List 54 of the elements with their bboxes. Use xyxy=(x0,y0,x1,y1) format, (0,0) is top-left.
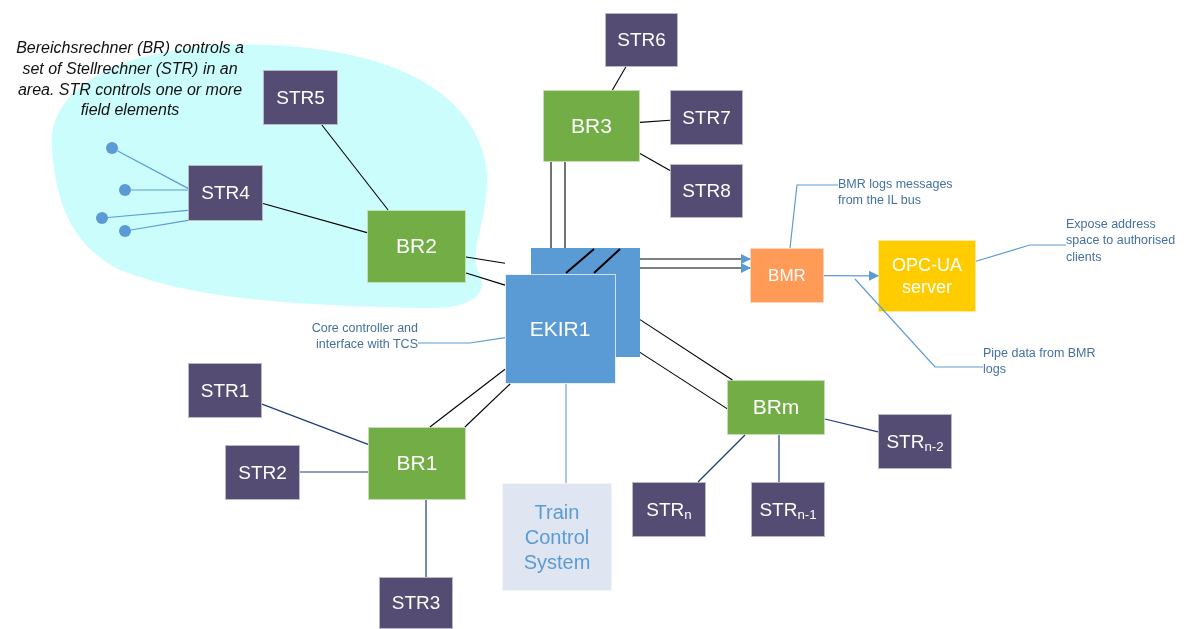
process-box: BR2 xyxy=(367,210,466,283)
connector-line xyxy=(261,403,369,445)
connector-line xyxy=(639,119,671,123)
process-box: Train Control System xyxy=(502,483,612,591)
process-box: STR2 xyxy=(225,445,300,500)
connector-line xyxy=(639,319,733,381)
process-box: BMR xyxy=(750,248,824,303)
leader-line xyxy=(417,337,506,344)
leader-line xyxy=(975,244,1067,262)
connector-line xyxy=(565,383,567,484)
process-box: BRm xyxy=(727,380,825,435)
connector-line xyxy=(130,189,189,191)
connector-line xyxy=(425,499,427,578)
arrow xyxy=(639,263,751,273)
connector-line xyxy=(429,368,506,428)
process-box: STR7 xyxy=(670,90,743,145)
process-box: BR3 xyxy=(543,90,640,162)
callout-note: Core controller and interface with TCS xyxy=(262,320,418,358)
process-box: STR4 xyxy=(188,165,263,221)
connector-line xyxy=(824,418,879,433)
process-box: STR1 xyxy=(188,363,262,418)
process-box: STR$_{n}$ xyxy=(632,482,706,537)
annotation-text: Bereichsrechner (BR) controls a set of Stellrechner (STR) in an area. STR controls one or more field elements xyxy=(15,38,245,121)
process-box: STR$_{n-2}$ xyxy=(878,414,952,469)
connector-line xyxy=(321,124,389,211)
arrow xyxy=(823,270,879,281)
connector-line xyxy=(130,219,189,231)
connector-line xyxy=(262,202,368,234)
connector-line xyxy=(697,434,746,483)
process-box: STR8 xyxy=(670,164,743,218)
connector-line xyxy=(778,434,780,483)
connector-line xyxy=(116,150,189,189)
leader-line xyxy=(789,184,839,249)
callout-note: BMR logs messages from the IL bus xyxy=(838,176,974,212)
process-box: STR3 xyxy=(379,577,453,629)
arrow xyxy=(639,254,751,264)
connector-line xyxy=(464,383,511,428)
process-box: STR$_{n-1}$ xyxy=(751,482,825,537)
connector-line xyxy=(465,272,506,286)
callout-note: Expose address space to authorised clients xyxy=(1066,216,1188,272)
connector-line xyxy=(299,471,369,473)
process-box: OPC-UA server xyxy=(878,240,976,312)
connector-line xyxy=(465,256,506,264)
connector-line xyxy=(639,351,728,410)
connector-line xyxy=(107,209,189,219)
connector-line xyxy=(550,161,552,249)
leader-line xyxy=(854,278,984,368)
connector-line xyxy=(564,161,566,249)
process-box: BR1 xyxy=(368,427,466,500)
callout-note: Pipe data from BMR logs xyxy=(983,345,1103,383)
process-box: STR5 xyxy=(263,70,338,125)
connector-line xyxy=(611,66,627,91)
connector-line xyxy=(639,152,671,171)
process-box: STR6 xyxy=(605,13,678,67)
